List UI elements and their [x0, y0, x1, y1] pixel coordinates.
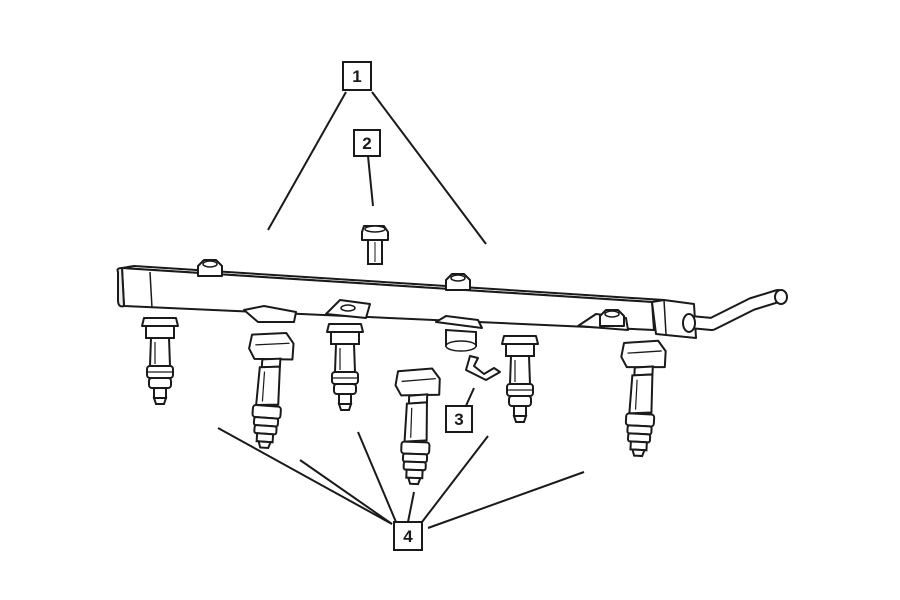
callout-4-label: 4 — [403, 527, 413, 546]
bolt — [361, 225, 389, 265]
leader-lines — [217, 91, 585, 529]
injector-4 — [501, 335, 539, 423]
callout-3: 3 — [445, 405, 473, 433]
fuel-feed-pipe — [682, 289, 788, 333]
injector-3 — [326, 323, 364, 411]
injector-loose — [391, 366, 442, 486]
callout-1: 1 — [342, 61, 372, 91]
injector-5 — [615, 337, 668, 458]
fuel-rail — [116, 259, 697, 339]
injector-cups — [243, 299, 629, 352]
retainer-clip — [465, 355, 501, 381]
injector-2 — [241, 329, 296, 451]
injector-1 — [141, 317, 179, 405]
callout-3-label: 3 — [454, 410, 463, 429]
callout-2-label: 2 — [362, 134, 371, 153]
callout-4: 4 — [393, 521, 423, 551]
callout-2: 2 — [353, 129, 381, 157]
callout-1-label: 1 — [352, 67, 361, 86]
